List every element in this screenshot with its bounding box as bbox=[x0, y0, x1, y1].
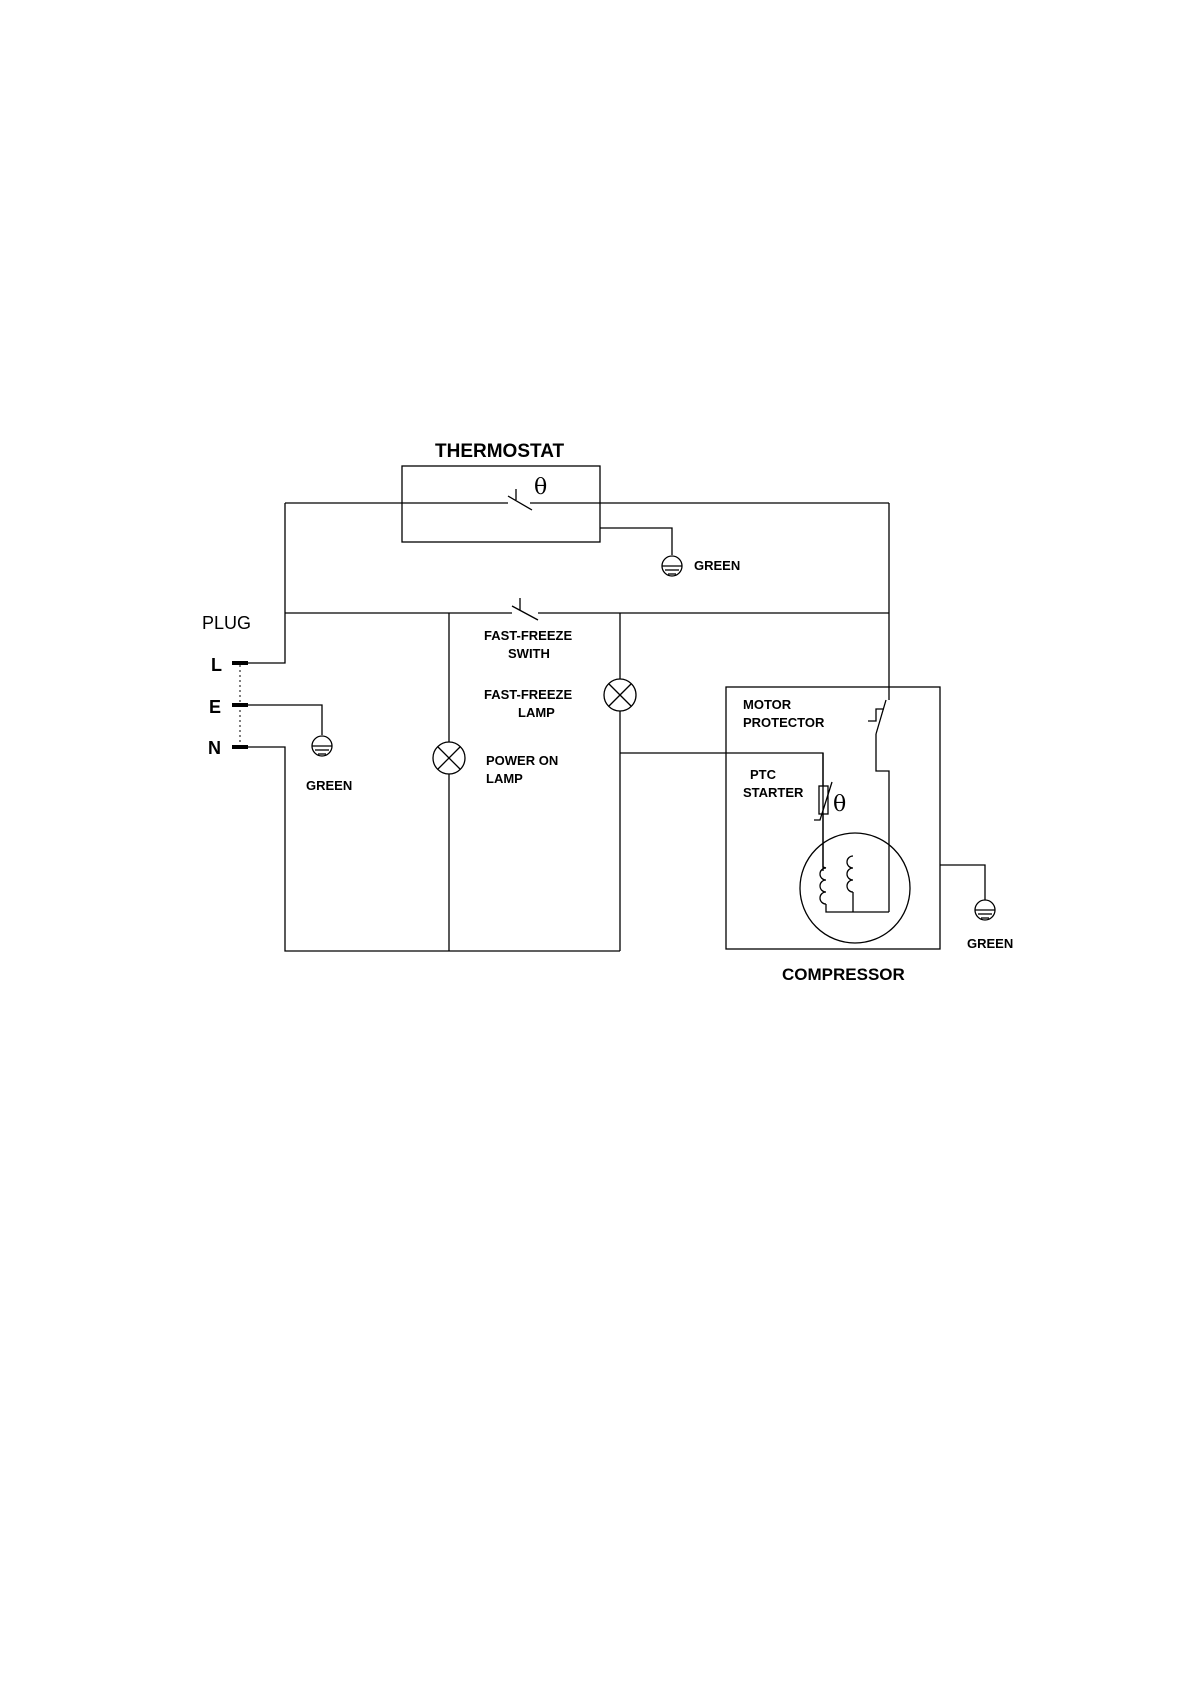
start-winding bbox=[847, 856, 853, 892]
power-on-lamp-label-2: LAMP bbox=[486, 771, 523, 786]
ptc-starter-label-1: PTC bbox=[750, 767, 777, 782]
thermostat-label: THERMOSTAT bbox=[435, 441, 565, 462]
thermostat-box bbox=[402, 466, 600, 542]
motor-protector-label-2: PROTECTOR bbox=[743, 715, 825, 730]
thermostat-ground-wire bbox=[600, 528, 672, 555]
compressor: MOTOR PROTECTOR PTC STARTER θ COMPRESSOR bbox=[726, 687, 940, 984]
fast-freeze-lamp-label-1: FAST-FREEZE bbox=[484, 687, 572, 702]
thermostat-ground: GREEN bbox=[600, 528, 740, 576]
fast-freeze-switch-label-1: FAST-FREEZE bbox=[484, 628, 572, 643]
motor-icon bbox=[800, 833, 910, 943]
live-wire bbox=[248, 503, 285, 663]
plug-label: PLUG bbox=[202, 613, 251, 633]
compressor-ground-wire bbox=[940, 865, 985, 900]
motor-protector-label-1: MOTOR bbox=[743, 697, 792, 712]
terminal-l-label: L bbox=[211, 655, 222, 675]
thermostat-contact bbox=[508, 496, 532, 510]
neutral-wire bbox=[248, 747, 620, 951]
ptc-theta-symbol: θ bbox=[833, 792, 846, 817]
run-winding bbox=[820, 868, 826, 904]
thermostat-theta-symbol: θ bbox=[534, 475, 547, 500]
fast-freeze-switch-contact bbox=[512, 606, 538, 620]
thermostat: θ THERMOSTAT bbox=[285, 441, 600, 542]
plug: PLUG L E N bbox=[202, 613, 251, 758]
fast-freeze-lamp-label-2: LAMP bbox=[518, 705, 555, 720]
terminal-e-label: E bbox=[209, 697, 221, 717]
plug-ground: GREEN bbox=[248, 705, 352, 793]
motor-protector-contact bbox=[876, 700, 886, 734]
compressor-ground: GREEN bbox=[940, 865, 1013, 951]
power-on-lamp: POWER ON LAMP bbox=[433, 613, 558, 951]
earth-wire bbox=[248, 705, 322, 735]
compressor-label: COMPRESSOR bbox=[782, 965, 905, 984]
green-label-compressor: GREEN bbox=[967, 936, 1013, 951]
motor-common-wire bbox=[826, 904, 889, 912]
green-label-top: GREEN bbox=[694, 558, 740, 573]
ptc-starter-label-2: STARTER bbox=[743, 785, 804, 800]
fast-freeze-switch-label-2: SWITH bbox=[508, 646, 550, 661]
green-label-plug: GREEN bbox=[306, 778, 352, 793]
compressor-feed-wire bbox=[620, 753, 823, 871]
protector-to-motor-wire bbox=[876, 735, 889, 912]
terminal-n-label: N bbox=[208, 738, 221, 758]
power-on-lamp-label-1: POWER ON bbox=[486, 753, 558, 768]
